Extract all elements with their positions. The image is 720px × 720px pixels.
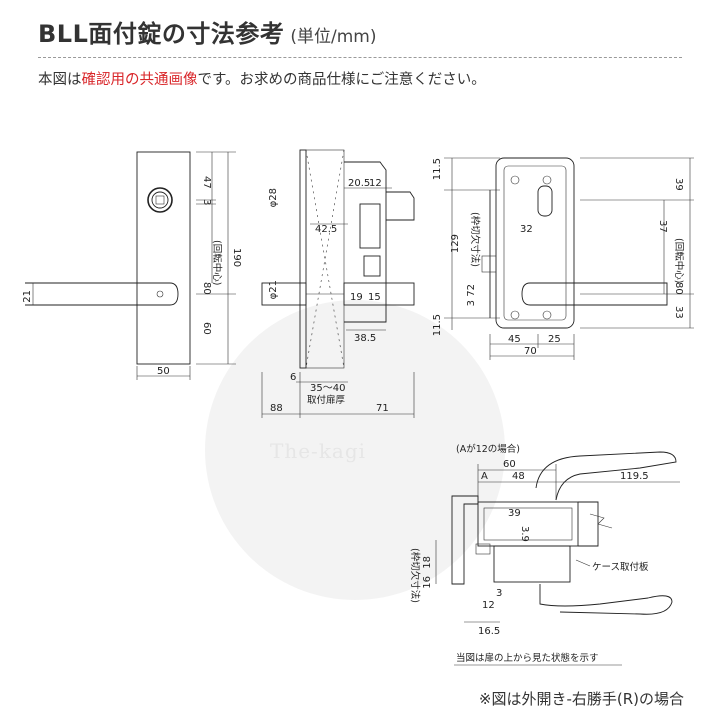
dim-15: 15 [368,292,381,303]
rotation-center-label: (回転中心) [211,240,223,285]
front-lever [25,282,179,306]
top-view: (Aが12の場合) 60 A 48 119.5 39 3.9 (枠切欠寸法) 1… [409,443,680,666]
a12-label: (Aが12の場合) [456,443,520,455]
dim-71: 71 [376,403,389,414]
dim-50: 50 [157,366,170,377]
deadbolt-housing [363,255,381,277]
dim-A: A [481,471,488,482]
dim-phi28: φ28 [268,188,279,207]
dim-38-5: 38.5 [354,333,376,344]
dim-3: 3 [201,199,212,205]
divider [38,57,682,58]
cam-slot [537,185,553,217]
subtitle-post: です。お求めの商品仕様にご注意ください。 [197,72,486,88]
dim-25: 25 [548,334,561,345]
screw-1 [510,175,520,185]
watermark: The-kagi [205,300,505,600]
subtitle: 本図は確認用の共通画像です。お求めの商品仕様にご注意ください。 [38,68,682,89]
dim-47: 47 [201,176,212,189]
cutout-label-top: (枠切欠寸法) [409,548,421,603]
footer-note: ※図は外開き-右勝手(R)の場合 [478,690,684,708]
dim-88: 88 [270,403,283,414]
unit-text: (単位/mm) [290,27,377,47]
dim-6: 6 [290,372,296,383]
back-plate-inner [503,165,567,321]
dim-37: 37 [657,220,668,233]
dim-19: 19 [350,292,363,303]
dim-70: 70 [524,346,537,357]
dim-129: 129 [450,234,461,253]
dim-42-5: 42.5 [315,224,337,235]
header: BLL面付錠の寸法参考 (単位/mm) 本図は確認用の共通画像です。お求めの商品… [38,14,682,89]
door-thickness-label: 取付扉厚 [307,394,346,406]
subtitle-highlight: 確認用の共通画像 [81,72,198,88]
rotation-center-label-back: (回転中心) [673,238,685,283]
case-label: ケース取付板 [592,561,649,573]
cylinder-outer [147,187,173,213]
dim-3-9: 3.9 [519,526,530,542]
dim-60-top: 60 [503,459,516,470]
screw-4 [542,310,552,320]
dim-60: 60 [201,322,212,335]
title-text: BLL面付錠の寸法参考 [38,20,285,48]
back-plate [495,157,575,329]
dim-33: 33 [673,306,684,319]
door-core [305,149,345,369]
dim-39-top: 39 [508,508,521,519]
dim-12: 12 [369,178,382,189]
dim-16: 16 [422,576,433,589]
dim-12-top: 12 [482,600,495,611]
lever-spindle [156,290,164,298]
screw-2 [542,175,552,185]
lock-case [344,161,387,323]
side-view: 20.5 12 φ28 42.5 φ21 19 15 38.5 6 35～40 … [261,149,415,418]
dim-72: 72 [466,284,477,297]
dim-11-5-top: 11.5 [432,158,443,180]
page-title: BLL面付錠の寸法参考 (単位/mm) [38,14,682,49]
latch-housing [359,203,381,249]
lock-case-top [493,545,571,583]
door-edge-top [578,501,599,547]
back-view: 39 37 (回転中心) 80 33 32 11.5 129 (枠切欠寸法) 7… [432,157,694,360]
break-line [589,513,613,529]
watermark-text: The-kagi [270,439,366,463]
dim-80-back: 80 [673,282,684,295]
key-slot [155,195,165,205]
dim-190: 190 [231,248,242,267]
top-view-caption: 当図は扉の上から見た状態を示す [456,652,599,664]
strike [481,255,497,273]
dim-3-top: 3 [496,588,502,599]
dim-80: 80 [201,282,212,295]
dim-11-5-bottom: 11.5 [432,314,443,336]
front-plate [136,151,191,365]
dim-3-back: 3 [466,300,477,306]
latch-bolt [386,191,415,221]
door-inner-top [483,507,573,541]
dim-21: 21 [22,290,33,303]
dim-48: 48 [512,471,525,482]
subtitle-pre: 本図は [38,72,82,88]
dim-119-5: 119.5 [620,471,649,482]
cylinder-inner [151,191,169,209]
back-lever [521,282,668,306]
frame-section [451,495,479,585]
dim-16-5: 16.5 [478,626,500,637]
dim-phi21: φ21 [268,280,279,299]
dim-45: 45 [508,334,521,345]
dim-35-40: 35～40 [310,383,345,394]
dim-20-5: 20.5 [348,178,370,189]
lever-bottom [539,584,673,615]
front-view: 47 3 190 80 60 (回転中心) 21 50 [22,151,242,380]
dim-18: 18 [422,556,433,569]
dim-32: 32 [520,224,533,235]
cutout-label-back: (枠切欠寸法) [469,212,481,267]
lever-top [535,451,677,501]
strike-top [475,543,491,555]
screw-3 [510,310,520,320]
dim-39: 39 [673,178,684,191]
